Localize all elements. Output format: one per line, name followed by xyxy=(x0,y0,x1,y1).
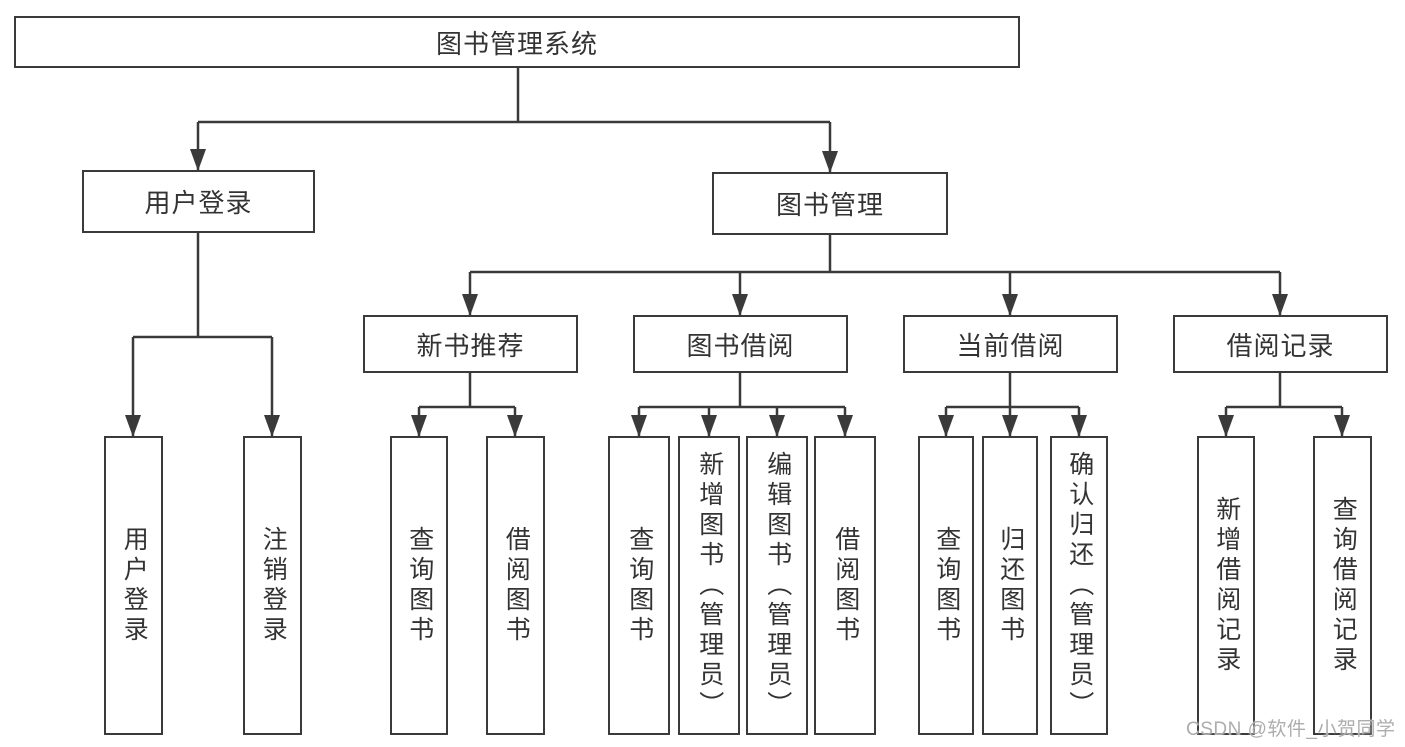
node-label: 确认归还（管理员） xyxy=(1065,450,1094,721)
node-label: 编辑图书（管理员） xyxy=(763,450,792,721)
leaf-borrow-edit-books-admin: 编辑图书（管理员） xyxy=(746,436,808,735)
node-label: 归还图书 xyxy=(996,525,1025,646)
node-label: 新书推荐 xyxy=(416,330,525,361)
node-label: 查询借阅记录 xyxy=(1329,495,1358,676)
node-new-book-recommendation: 新书推荐 xyxy=(363,315,578,373)
node-book-management: 图书管理 xyxy=(712,172,948,235)
node-label: 当前借阅 xyxy=(956,330,1065,361)
leaf-records-query-borrow-record: 查询借阅记录 xyxy=(1313,436,1372,735)
node-label: 查询图书 xyxy=(932,525,961,646)
leaf-current-confirm-return-admin: 确认归还（管理员） xyxy=(1050,436,1108,735)
node-label: 借阅图书 xyxy=(831,525,860,646)
node-label: 查询图书 xyxy=(625,525,654,646)
csdn-watermark: CSDN @软件_小贺同学 xyxy=(1186,719,1396,740)
node-user-login: 用户登录 xyxy=(82,170,315,233)
node-current-borrowing: 当前借阅 xyxy=(903,315,1118,373)
node-borrowing-records: 借阅记录 xyxy=(1173,315,1388,373)
node-label: 借阅图书 xyxy=(502,525,531,646)
leaf-user-login: 用户登录 xyxy=(104,436,163,735)
leaf-borrow-query-books: 查询图书 xyxy=(608,436,670,735)
node-label: 图书管理 xyxy=(775,190,884,220)
leaf-current-query-books: 查询图书 xyxy=(918,436,974,735)
node-label: 图书管理系统 xyxy=(435,28,598,59)
node-label: 用户登录 xyxy=(144,188,253,218)
node-label: 注销登录 xyxy=(259,525,288,646)
node-book-borrowing: 图书借阅 xyxy=(633,315,848,373)
leaf-records-add-borrow-record: 新增借阅记录 xyxy=(1197,436,1255,735)
node-label: 新增借阅记录 xyxy=(1212,495,1241,676)
node-label: 查询图书 xyxy=(405,525,434,646)
leaf-recommend-query-books: 查询图书 xyxy=(390,436,448,735)
node-label: 用户登录 xyxy=(120,525,149,646)
leaf-logout: 注销登录 xyxy=(243,436,302,735)
node-label: 借阅记录 xyxy=(1226,330,1335,361)
leaf-current-return-books: 归还图书 xyxy=(982,436,1038,735)
node-library-management-system: 图书管理系统 xyxy=(14,16,1020,68)
node-label: 图书借阅 xyxy=(686,330,795,361)
node-label: 新增图书（管理员） xyxy=(695,450,724,721)
leaf-recommend-borrow-books: 借阅图书 xyxy=(486,436,545,735)
leaf-borrow-add-books-admin: 新增图书（管理员） xyxy=(678,436,740,735)
leaf-borrow-borrow-books: 借阅图书 xyxy=(814,436,876,735)
